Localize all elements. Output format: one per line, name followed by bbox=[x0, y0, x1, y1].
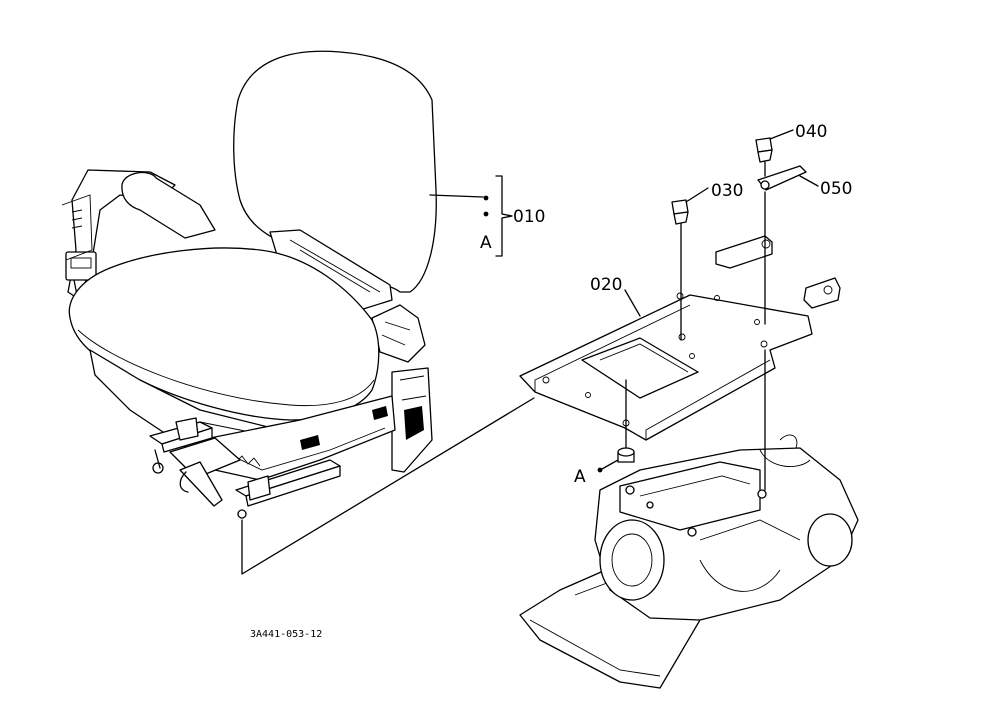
bolt-040: 040 bbox=[755, 122, 827, 177]
mounting-leader-line bbox=[241, 397, 535, 575]
part-label-050: 050 bbox=[820, 179, 852, 199]
spacer-a: A bbox=[574, 379, 635, 487]
seat-assembly bbox=[61, 50, 437, 519]
seat-belt bbox=[61, 169, 216, 301]
seat-slide-rail-right bbox=[235, 459, 341, 519]
seat-slide-rail-left bbox=[149, 417, 241, 479]
part-label-040: 040 bbox=[795, 122, 827, 142]
marker-a-spacer: A bbox=[574, 467, 586, 487]
callout-010: 010 A bbox=[429, 175, 545, 257]
part-label-010: 010 bbox=[513, 207, 545, 227]
bracket-050: 050 bbox=[757, 165, 852, 325]
drawing-code: 3A441-053-12 bbox=[250, 629, 322, 640]
engine-frame bbox=[519, 434, 859, 689]
bolt-030: 030 bbox=[671, 181, 743, 341]
marker-a-seat: A bbox=[480, 233, 492, 253]
part-label-030: 030 bbox=[711, 181, 743, 201]
seat-adjust-lever bbox=[179, 461, 223, 507]
part-label-020: 020 bbox=[590, 275, 622, 295]
seat-mounting-plate: 020 bbox=[519, 235, 841, 441]
